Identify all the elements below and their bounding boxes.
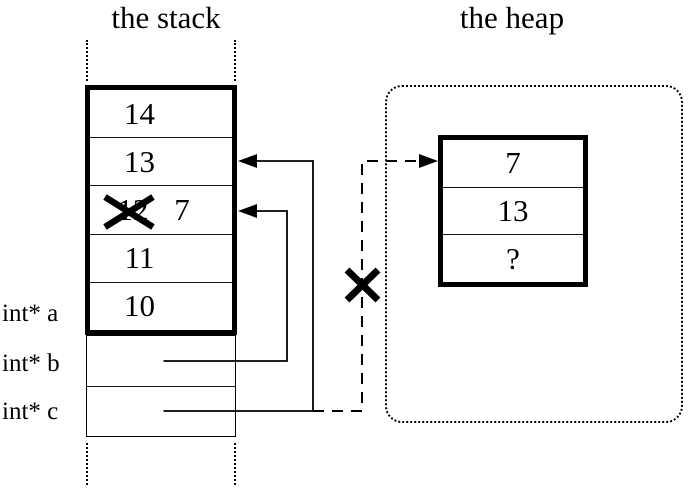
stack-cell-14: 14 [124, 95, 155, 131]
heap-cell-7: 7 [505, 145, 521, 181]
pointer-b-arrowhead-icon [238, 204, 257, 218]
stack-cell-10: 10 [90, 281, 232, 330]
stack-title: the stack [111, 0, 221, 35]
pointer-slot-b [87, 336, 235, 386]
pointer-c-arrowhead-icon [238, 154, 257, 168]
pointer-slot-c [87, 385, 235, 437]
pointer-slots-box [86, 335, 236, 437]
heap-box: 7 13 ? [438, 135, 588, 287]
stack-box: 14 13 12 7 11 10 [85, 85, 237, 335]
stack-cell-old-value: 12 [117, 192, 149, 227]
pointer-label-a: int* a [2, 300, 59, 327]
pointer-label-c: int* c [2, 398, 59, 425]
heap-title: the heap [459, 0, 565, 35]
stack-cell-new-value: 7 [174, 192, 190, 227]
stack-cell-13: 13 [90, 137, 232, 185]
stack-cell-12-overwritten: 12 7 [90, 185, 232, 233]
cross-out-dangling-pointer-x-icon [344, 267, 381, 303]
stack-guide-dotted-bottom-right [234, 443, 236, 485]
pointer-label-b: int* b [2, 350, 60, 377]
stack-cell-11: 11 [90, 233, 232, 282]
stack-guide-dotted-top-right [234, 40, 236, 81]
stack-guide-dotted-bottom-left [86, 443, 88, 485]
heap-cell-unknown: ? [443, 234, 583, 282]
stack-guide-dotted-top-left [86, 40, 88, 81]
heap-cell-13: 13 [443, 186, 583, 235]
